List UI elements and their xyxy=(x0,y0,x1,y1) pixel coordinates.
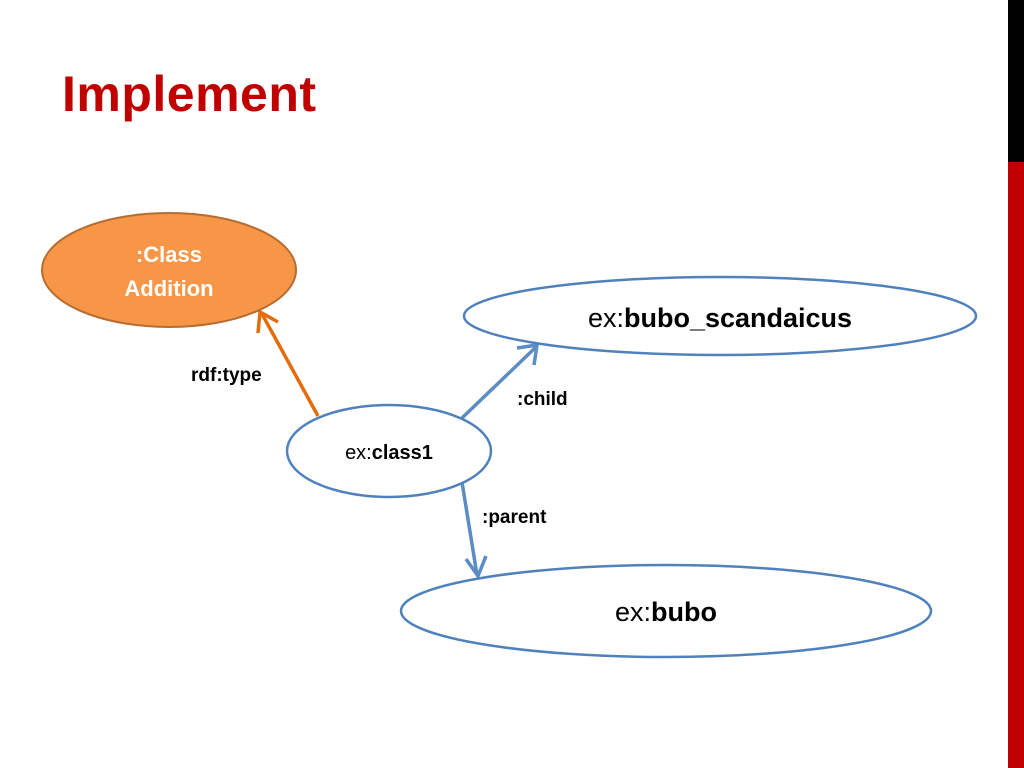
child-arrowhead xyxy=(516,342,540,366)
bubo-ellipse xyxy=(399,563,933,659)
rdf-type-label: rdf:type xyxy=(191,365,262,386)
class1-label: ex:class1 xyxy=(345,442,433,464)
parent-arrow-line xyxy=(460,481,479,576)
node-bubo[interactable]: ex:bubo xyxy=(399,563,933,659)
class-addition-label-line1: :Class xyxy=(136,242,202,267)
side-band-bottom xyxy=(1008,162,1024,768)
node-class1[interactable]: ex:class1 xyxy=(285,403,493,499)
child-arrow-line xyxy=(460,345,538,420)
edge-rdf-type xyxy=(256,309,320,417)
class-addition-label-line2: Addition xyxy=(124,276,213,301)
bubo-scandaicus-name: bubo_scandaicus xyxy=(624,303,852,333)
rdf-type-arrowhead xyxy=(256,309,279,334)
bubo-scandaicus-ellipse xyxy=(462,275,978,357)
edge-child xyxy=(460,342,540,420)
rdf-type-arrow-line xyxy=(260,313,320,417)
class1-name: class1 xyxy=(372,442,433,464)
class-addition-ellipse xyxy=(41,212,297,328)
child-label: :child xyxy=(517,389,568,410)
class1-ellipse xyxy=(285,403,493,499)
bubo-scandaicus-label: ex:bubo_scandaicus xyxy=(588,303,852,333)
side-band-top xyxy=(1008,0,1024,162)
parent-arrowhead xyxy=(464,555,488,580)
class1-prefix: ex: xyxy=(345,442,372,464)
edge-parent xyxy=(460,481,488,580)
parent-label: :parent xyxy=(482,507,547,528)
node-class-addition[interactable]: :Class Addition xyxy=(41,212,297,328)
bubo-prefix: ex: xyxy=(615,597,651,627)
slide-title: Implement xyxy=(62,66,317,122)
node-bubo-scandaicus[interactable]: ex:bubo_scandaicus xyxy=(462,275,978,357)
bubo-name: bubo xyxy=(651,597,717,627)
bubo-scandaicus-prefix: ex: xyxy=(588,303,624,333)
bubo-label: ex:bubo xyxy=(615,597,717,627)
